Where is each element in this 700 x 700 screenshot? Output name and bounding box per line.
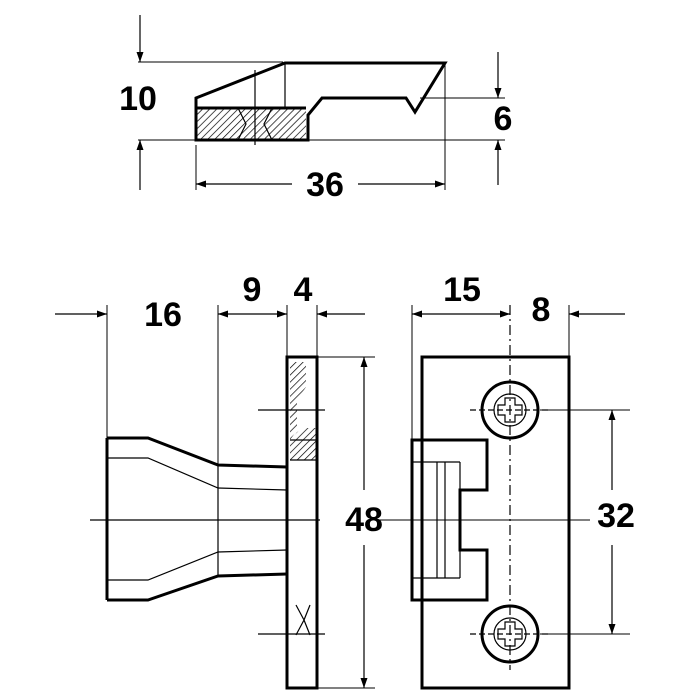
- top-section-hatch: [196, 108, 306, 140]
- dim-6-label: 6: [494, 100, 513, 138]
- side-funnel-outline: [105, 436, 288, 602]
- dim-10-label: 10: [119, 80, 157, 118]
- dim-15-label: 15: [443, 271, 481, 309]
- dim-8-label: 8: [532, 291, 551, 329]
- top-view-countersink: [237, 107, 273, 141]
- top-view: 10 6 36: [119, 15, 512, 204]
- dim-9-label: 9: [243, 271, 262, 309]
- dim-36-label: 36: [306, 166, 344, 204]
- side-countersink: [295, 604, 311, 636]
- front-view: 15 8 32: [375, 271, 635, 690]
- side-plate: [285, 355, 319, 690]
- dim-4-label: 4: [294, 271, 313, 309]
- dim-32-label: 32: [597, 497, 635, 535]
- side-plate-hatch-upper: [290, 362, 306, 440]
- dim-16-label: 16: [144, 296, 182, 334]
- top-view-outline: [194, 61, 448, 142]
- side-funnel-inner: [107, 457, 288, 581]
- front-plate: [420, 355, 571, 690]
- side-plate-hatch-lower: [290, 428, 316, 460]
- side-view: 16 9 4 48: [55, 271, 383, 690]
